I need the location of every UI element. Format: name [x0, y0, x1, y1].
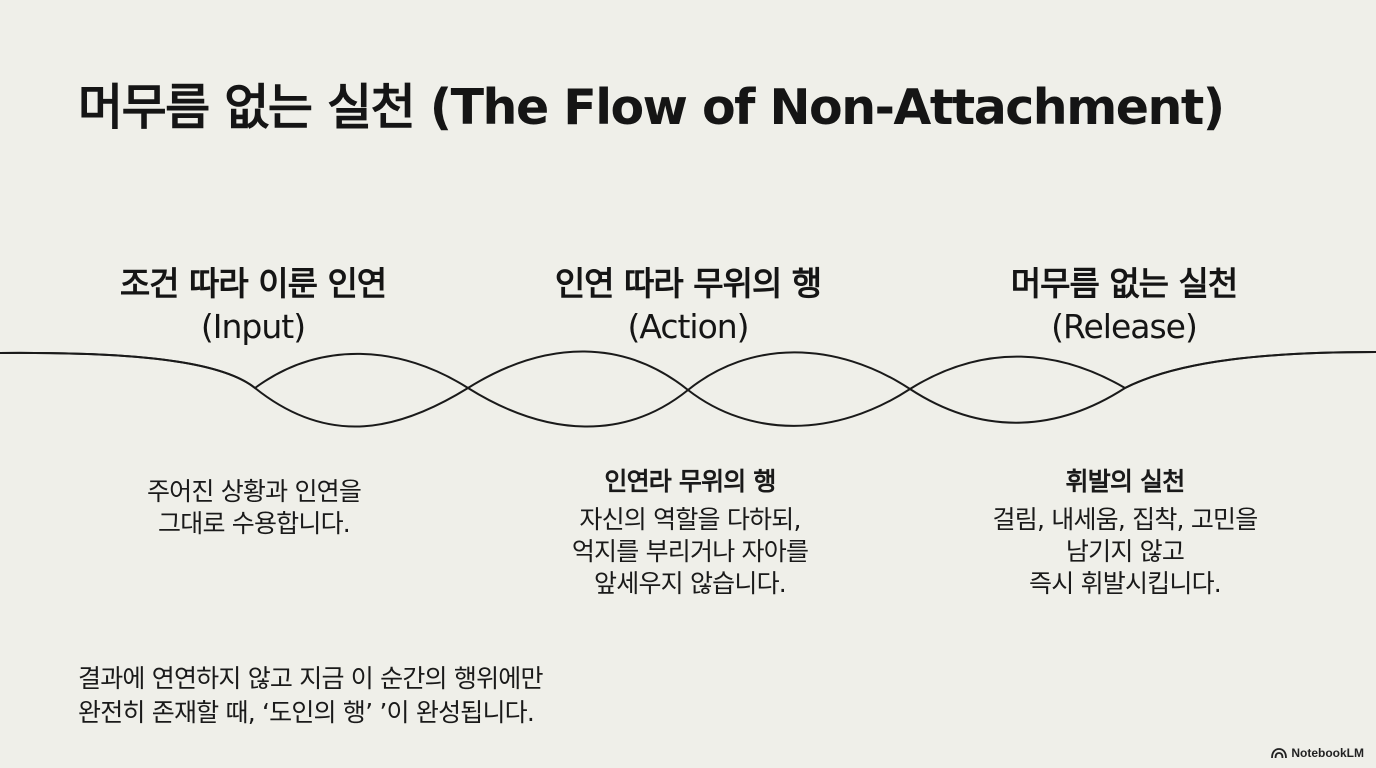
brand-watermark: NotebookLM [1271, 746, 1364, 760]
description-action: 인연라 무위의 행 자신의 역할을 다하되, 억지를 부리거나 자아를 앞세우지… [571, 466, 809, 600]
stage-input-name: 조건 따라 이룬 인연 [119, 264, 387, 303]
stage-action-sub: (Action) [627, 307, 749, 346]
description-title: 휘발의 실천 [1065, 467, 1186, 496]
description-line: 자신의 역할을 다하되, [579, 505, 801, 534]
brand-label: NotebookLM [1291, 746, 1364, 760]
footnote-line: 완전히 존재할 때, ‘도인의 행’ ’이 완성됩니다. [78, 698, 535, 727]
description-line: 주어진 상황과 인연을 [146, 477, 362, 506]
footnote-line: 결과에 연연하지 않고 지금 이 순간의 행위에만 [78, 664, 543, 693]
description-line: 즉시 휘발시킵니다. [1029, 569, 1222, 598]
flow-wave-strand-b [0, 351, 1376, 428]
description-release: 휘발의 실천 걸림, 내세움, 집착, 고민을 남기지 않고 즉시 휘발시킵니다… [992, 466, 1259, 600]
description-line: 남기지 않고 [1065, 537, 1185, 566]
flow-wave [0, 350, 1376, 428]
description-line: 걸림, 내세움, 집착, 고민을 [992, 505, 1259, 534]
description-line: 그대로 수용합니다. [158, 509, 351, 538]
stage-release-sub: (Release) [1051, 307, 1198, 346]
stage-action-name: 인연 따라 무위의 행 [554, 264, 822, 303]
stage-release-name: 머무름 없는 실천 [1010, 264, 1238, 303]
footnote: 결과에 연연하지 않고 지금 이 순간의 행위에만 완전히 존재할 때, ‘도인… [78, 662, 543, 730]
description-title: 인연라 무위의 행 [604, 467, 776, 496]
page-title: 머무름 없는 실천 (The Flow of Non-Attachment) [78, 79, 1225, 136]
stage-input-sub: (Input) [200, 307, 306, 346]
stage-input: 조건 따라 이룬 인연 (Input) [119, 262, 387, 348]
description-line: 앞세우지 않습니다. [594, 569, 787, 598]
description-input: 주어진 상황과 인연을 그대로 수용합니다. [146, 476, 362, 540]
stage-action: 인연 따라 무위의 행 (Action) [554, 262, 822, 348]
notebooklm-logo-icon [1271, 747, 1288, 758]
description-line: 억지를 부리거나 자아를 [571, 537, 809, 566]
stage-release: 머무름 없는 실천 (Release) [1011, 262, 1238, 348]
